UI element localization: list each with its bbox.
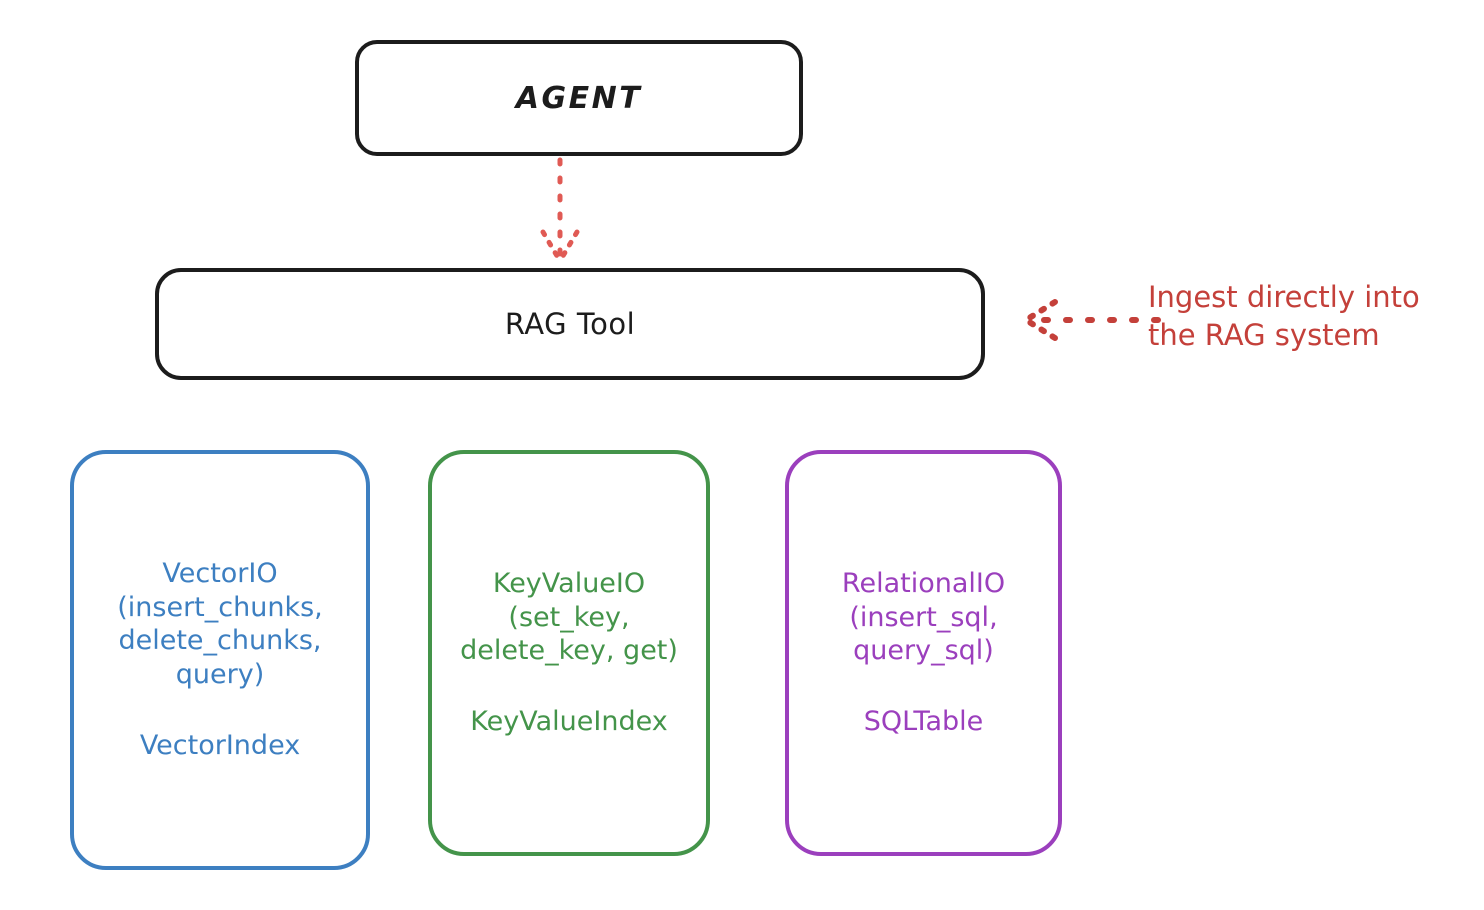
node-vector-io[interactable]: VectorIO (insert_chunks, delete_chunks, … — [70, 450, 370, 870]
node-relational-io-api: RelationalIO (insert_sql, query_sql) — [841, 568, 1006, 666]
node-rag-tool[interactable]: RAG Tool — [155, 268, 985, 380]
node-relational-io[interactable]: RelationalIO (insert_sql, query_sql) SQL… — [785, 450, 1062, 856]
node-agent-label: AGENT — [515, 80, 643, 116]
node-keyvalue-io[interactable]: KeyValueIO (set_key, delete_key, get) Ke… — [428, 450, 710, 856]
node-keyvalue-io-api: KeyValueIO (set_key, delete_key, get) — [460, 568, 678, 666]
arrow-ingest-to-rag-tool — [1023, 299, 1161, 341]
node-rag-tool-label: RAG Tool — [504, 307, 636, 341]
annotation-ingest-directly: Ingest directly into the RAG system — [1148, 280, 1420, 353]
node-agent[interactable]: AGENT — [355, 40, 803, 156]
arrow-agent-to-rag-tool — [540, 157, 580, 264]
node-vector-index-label: VectorIndex — [139, 730, 301, 762]
node-sql-table-label: SQLTable — [863, 706, 984, 738]
node-keyvalue-index-label: KeyValueIndex — [470, 706, 668, 738]
node-vector-io-api: VectorIO (insert_chunks, delete_chunks, … — [117, 558, 323, 690]
